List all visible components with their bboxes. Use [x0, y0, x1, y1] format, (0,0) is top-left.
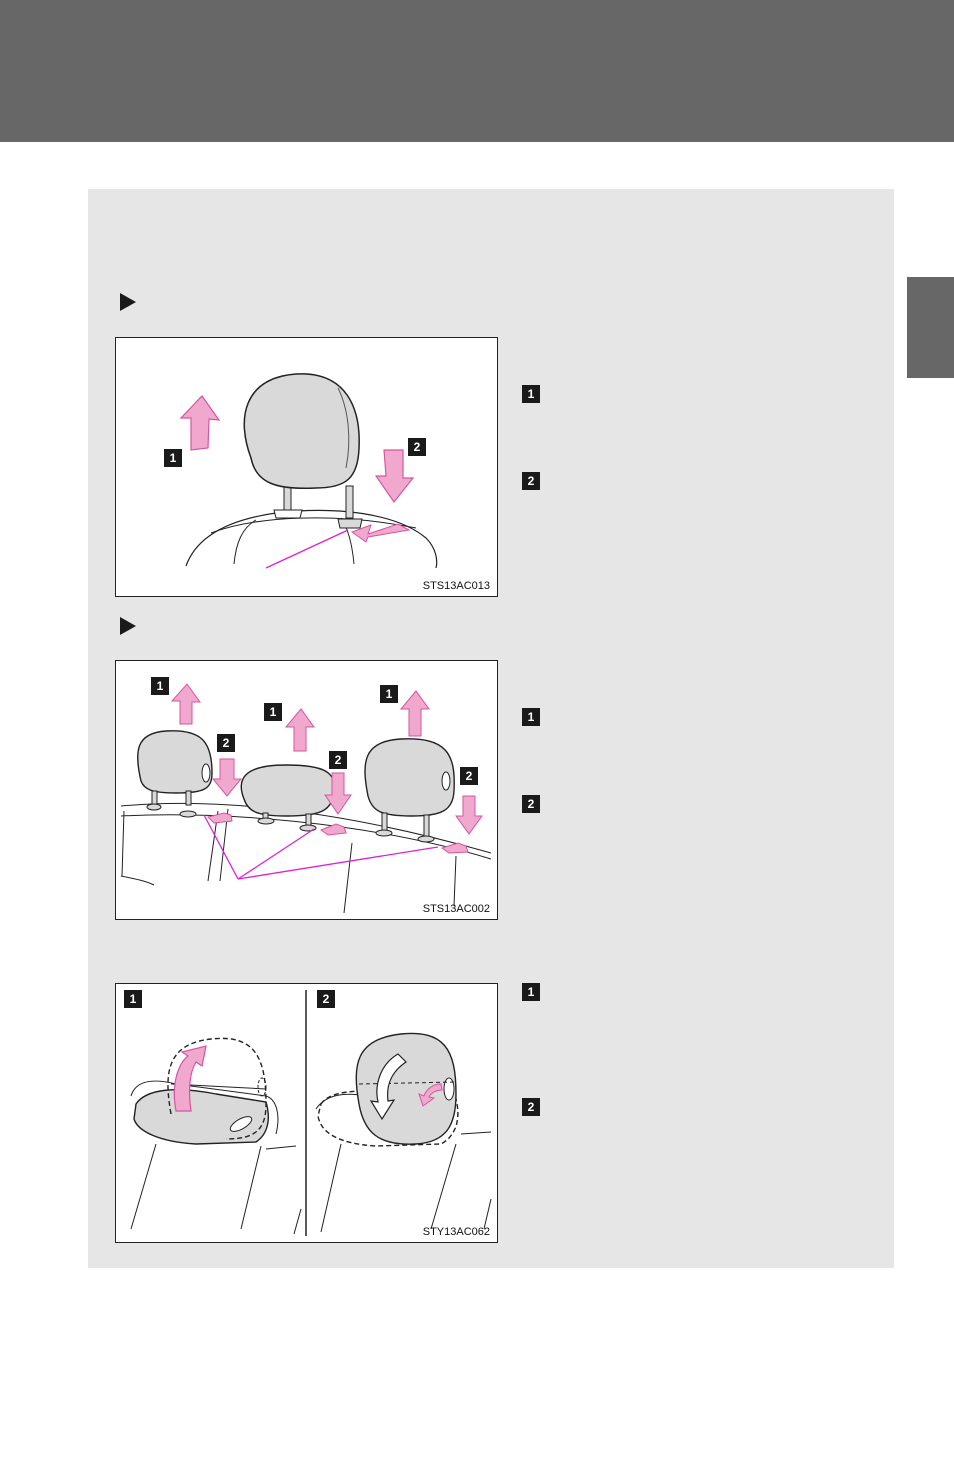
step-badge: 2: [522, 795, 540, 813]
fold-headrest-illustration: [116, 984, 496, 1241]
step-badge: 1: [522, 983, 540, 1001]
figure-step-badge: 1: [124, 990, 142, 1008]
step-badge: 1: [522, 385, 540, 403]
step-badge: 1: [522, 708, 540, 726]
figure-step-badge: 2: [217, 734, 235, 752]
section-tab: [907, 277, 954, 378]
figure-code: STS13AC002: [423, 903, 490, 915]
step-badge: 2: [522, 472, 540, 490]
rear-headrests-illustration: [116, 661, 496, 918]
figure-fold-headrest: 1 2 STY13AC062: [115, 983, 498, 1243]
header-band: [0, 0, 954, 142]
step-badge: 2: [522, 1098, 540, 1116]
section-marker-icon: [120, 293, 136, 311]
figure-step-badge: 1: [264, 703, 282, 721]
figure-step-badge: 1: [380, 685, 398, 703]
figure-code: STY13AC062: [423, 1226, 490, 1238]
figure-code: STS13AC013: [423, 580, 490, 592]
section-marker-icon: [120, 617, 136, 635]
figure-front-headrest: 1 2 STS13AC013: [115, 337, 498, 597]
figure-step-badge: 2: [329, 751, 347, 769]
figure-rear-headrests: 1 2 1 2 1 2 STS13AC002: [115, 660, 498, 920]
figure-step-badge: 2: [460, 767, 478, 785]
figure-step-badge: 1: [164, 449, 182, 467]
figure-step-badge: 1: [151, 677, 169, 695]
figure-step-badge: 2: [408, 438, 426, 456]
figure-step-badge: 2: [317, 990, 335, 1008]
